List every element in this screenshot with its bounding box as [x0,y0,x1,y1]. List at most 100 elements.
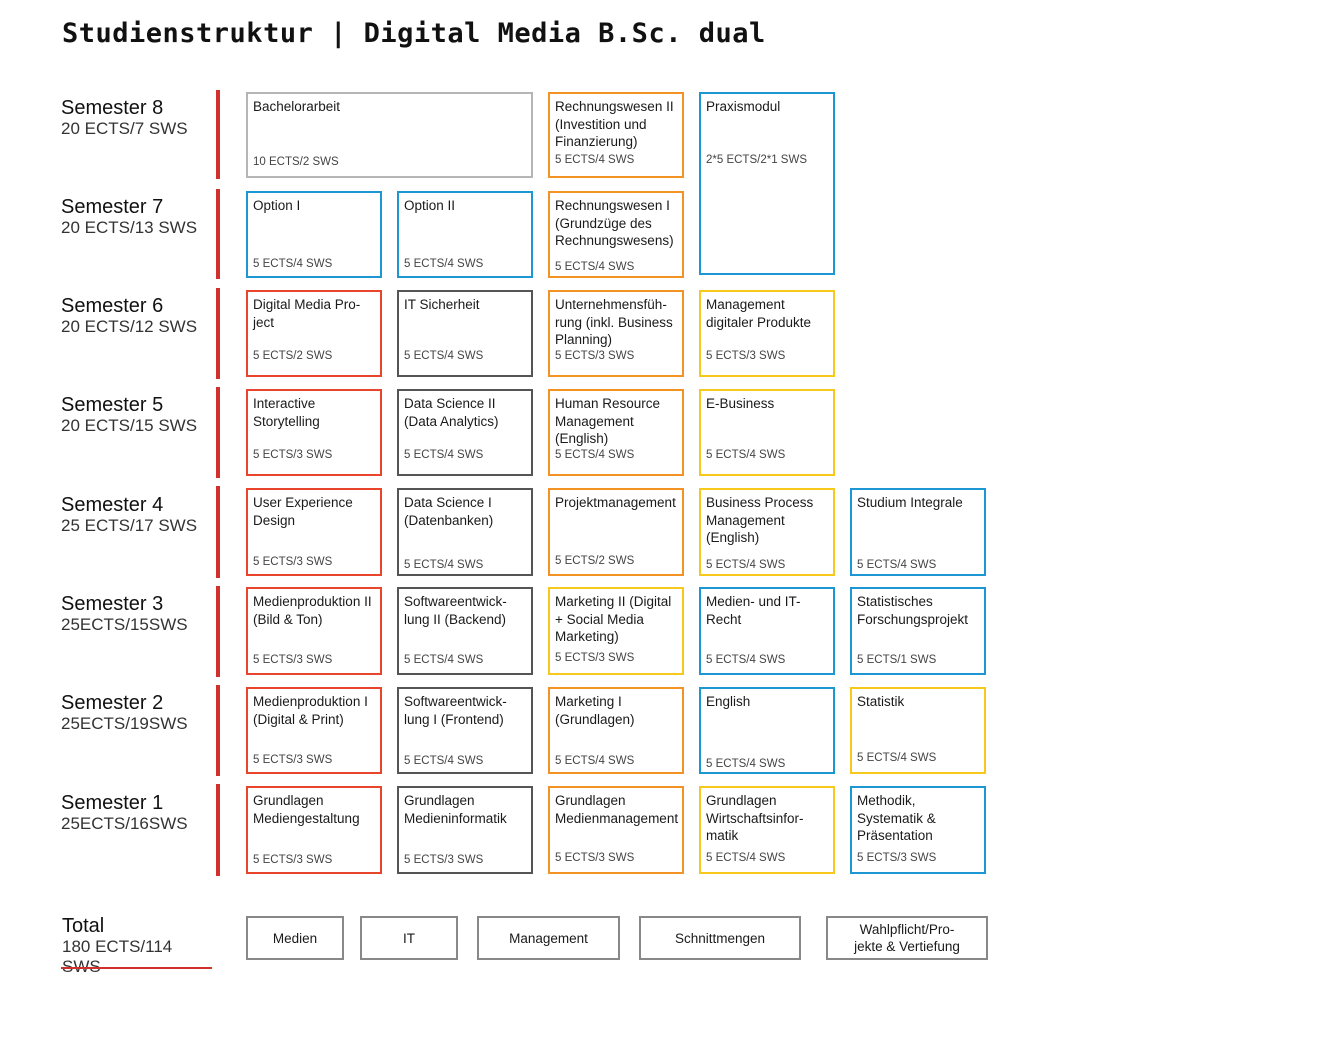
semester-credits: 20 ECTS/7 SWS [61,119,188,138]
module-title: Grundlagen Wirtschaftsinfor- matik [706,793,804,843]
module-credits: 5 ECTS/3 SWS [555,852,635,864]
module-credits: 5 ECTS/3 SWS [555,350,635,362]
module-title: Softwareentwick- lung II (Backend) [404,594,507,627]
module-title: Studium Integrale [857,495,963,510]
module-data-science-1: Data Science I (Datenbanken) 5 ECTS/4 SW… [397,488,533,576]
semester-label-3: Semester 3 25ECTS/15SWS [61,593,211,635]
module-title: Praxismodul [706,99,781,114]
module-credits: 5 ECTS/3 SWS [253,556,333,568]
module-title: Human Resource Management (English) [555,396,661,446]
module-credits: 5 ECTS/4 SWS [555,154,635,166]
module-title: Medienproduktion II (Bild & Ton) [253,594,372,627]
module-credits: 5 ECTS/1 SWS [857,654,937,666]
total-label: Total 180 ECTS/114 SWS [62,915,212,977]
module-title: Interactive Storytelling [253,396,320,429]
module-praxismodul: Praxismodul 2*5 ECTS/2*1 SWS [699,92,835,275]
semester-label-6: Semester 6 20 ECTS/12 SWS [61,295,211,337]
module-projektmanagement: Projektmanagement 5 ECTS/2 SWS [548,488,684,576]
module-credits: 5 ECTS/4 SWS [253,258,333,270]
semester-bar [216,586,220,677]
module-credits: 5 ECTS/3 SWS [253,854,333,866]
semester-label-1: Semester 1 25ECTS/16SWS [61,792,211,834]
semester-credits: 25ECTS/19SWS [61,714,188,733]
semester-label-4: Semester 4 25 ECTS/17 SWS [61,494,211,536]
semester-bar [216,685,220,776]
module-title: Rechnungswesen I (Grundzüge des Rechnung… [555,198,674,248]
legend-schnittmengen: Schnittmengen [639,916,801,960]
module-credits: 5 ECTS/3 SWS [555,652,635,664]
total-underline [61,967,212,969]
semester-bar [216,486,220,578]
module-credits: 5 ECTS/3 SWS [404,854,484,866]
module-title: Unternehmensfüh- rung (inkl. Business Pl… [555,297,673,347]
module-e-business: E-Business 5 ECTS/4 SWS [699,389,835,476]
semester-bar [216,90,220,179]
module-credits: 5 ECTS/4 SWS [555,261,635,273]
legend-it: IT [360,916,458,960]
semester-bar [216,784,220,876]
page-title: Studienstruktur | Digital Media B.Sc. du… [62,18,766,49]
semester-label-5: Semester 5 20 ECTS/15 SWS [61,394,211,436]
module-medienproduktion-2: Medienproduktion II (Bild & Ton) 5 ECTS/… [246,587,382,675]
semester-name: Semester 2 [61,692,164,714]
module-english: English 5 ECTS/4 SWS [699,687,835,774]
module-title: Rechnungswesen II (Investition und Finan… [555,99,674,149]
module-marketing-1: Marketing I (Grundlagen) 5 ECTS/4 SWS [548,687,684,774]
semester-credits: 20 ECTS/13 SWS [61,218,198,237]
module-title: Data Science I (Datenbanken) [404,495,494,528]
semester-credits: 25ECTS/15SWS [61,615,188,634]
module-credits: 2*5 ECTS/2*1 SWS [706,154,807,166]
module-grundlagen-medienmanagement: Grundlagen Medienmanagement 5 ECTS/3 SWS [548,786,684,874]
module-title: Data Science II (Data Analytics) [404,396,499,429]
legend-management: Management [477,916,620,960]
semester-name: Semester 3 [61,593,164,615]
legend-medien: Medien [246,916,344,960]
module-grundlagen-mediengestaltung: Grundlagen Mediengestaltung 5 ECTS/3 SWS [246,786,382,874]
module-credits: 5 ECTS/3 SWS [857,852,937,864]
semester-label-7: Semester 7 20 ECTS/13 SWS [61,196,211,238]
module-unternehmensfuehrung: Unternehmensfüh- rung (inkl. Business Pl… [548,290,684,377]
module-grundlagen-medieninformatik: Grundlagen Medieninformatik 5 ECTS/3 SWS [397,786,533,874]
module-it-sicherheit: IT Sicherheit 5 ECTS/4 SWS [397,290,533,377]
module-interactive-storytelling: Interactive Storytelling 5 ECTS/3 SWS [246,389,382,476]
module-credits: 5 ECTS/4 SWS [857,752,937,764]
module-credits: 5 ECTS/3 SWS [253,449,333,461]
module-title: Grundlagen Mediengestaltung [253,793,360,826]
module-title: Bachelorarbeit [253,99,341,114]
module-credits: 5 ECTS/3 SWS [706,350,786,362]
module-title: Marketing II (Digital + Social Media Mar… [555,594,672,644]
module-title: Methodik, Systematik & Präsentation [857,793,936,843]
module-title: Medien- und IT- Recht [706,594,801,627]
module-credits: 5 ECTS/4 SWS [404,559,484,571]
total-title: Total [62,915,105,937]
module-title: Option II [404,198,456,213]
module-option-2: Option II 5 ECTS/4 SWS [397,191,533,278]
semester-credits: 20 ECTS/12 SWS [61,317,198,336]
module-title: Medienproduktion I (Digital & Print) [253,694,368,727]
module-option-1: Option I 5 ECTS/4 SWS [246,191,382,278]
module-credits: 5 ECTS/3 SWS [253,654,333,666]
module-softwareentwicklung-2: Softwareentwick- lung II (Backend) 5 ECT… [397,587,533,675]
module-user-experience-design: User Experience Design 5 ECTS/3 SWS [246,488,382,576]
module-softwareentwicklung-1: Softwareentwick- lung I (Frontend) 5 ECT… [397,687,533,774]
module-digital-media-project: Digital Media Pro- ject 5 ECTS/2 SWS [246,290,382,377]
module-title: Option I [253,198,301,213]
module-credits: 5 ECTS/3 SWS [253,754,333,766]
module-credits: 5 ECTS/2 SWS [555,555,635,567]
module-title: Grundlagen Medienmanagement [555,793,679,826]
semester-name: Semester 4 [61,494,164,516]
module-title: Digital Media Pro- ject [253,297,361,330]
semester-bar [216,387,220,478]
module-credits: 5 ECTS/4 SWS [555,755,635,767]
module-statistik: Statistik 5 ECTS/4 SWS [850,687,986,774]
module-title: Softwareentwick- lung I (Frontend) [404,694,507,727]
module-credits: 5 ECTS/4 SWS [404,755,484,767]
module-title: Statistik [857,694,905,709]
module-data-science-2: Data Science II (Data Analytics) 5 ECTS/… [397,389,533,476]
semester-name: Semester 8 [61,97,164,119]
module-title: Business Process Management (English) [706,495,814,545]
semester-credits: 25ECTS/16SWS [61,814,188,833]
module-credits: 5 ECTS/4 SWS [404,258,484,270]
module-title: E-Business [706,396,775,411]
module-credits: 5 ECTS/4 SWS [555,449,635,461]
